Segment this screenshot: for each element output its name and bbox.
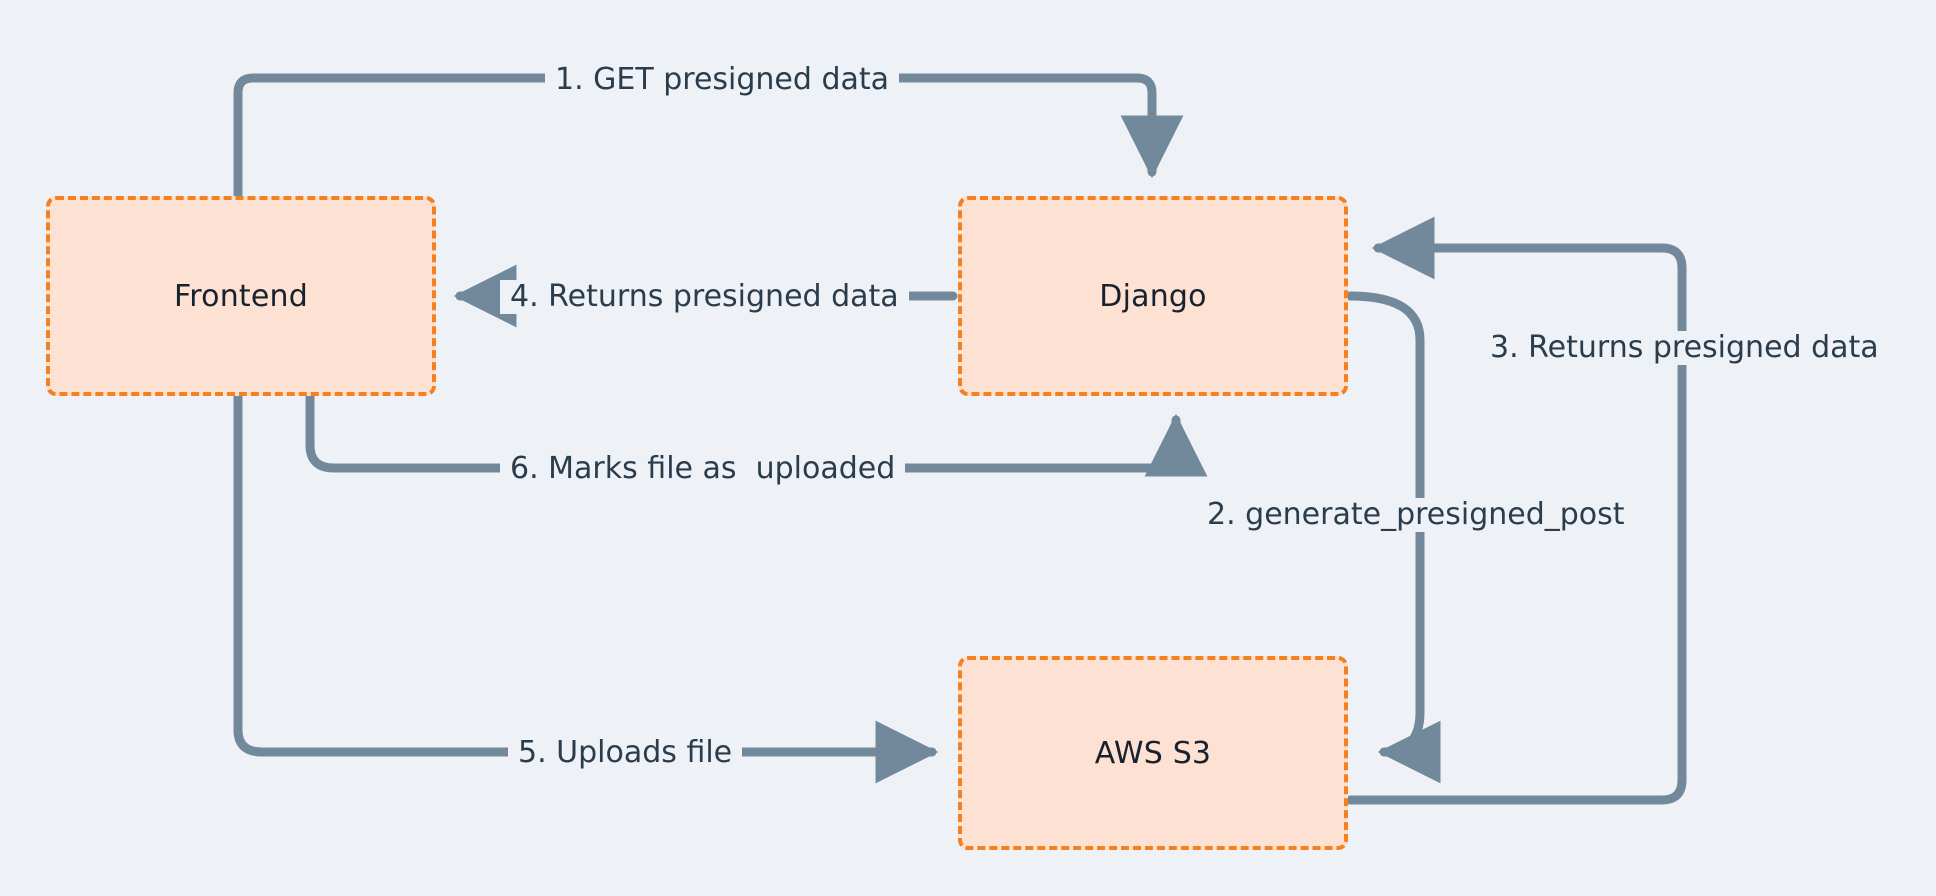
node-django[interactable]: Django bbox=[958, 196, 1348, 396]
edge-label-4: 4. Returns presigned data bbox=[500, 280, 909, 314]
edge-2-path bbox=[1345, 291, 1441, 784]
edge-label-2: 2. generate_presigned_post bbox=[1197, 498, 1635, 532]
node-aws-s3[interactable]: AWS S3 bbox=[958, 656, 1348, 850]
node-aws-s3-label: AWS S3 bbox=[1094, 735, 1212, 771]
edge-label-5: 5. Uploads file bbox=[508, 736, 743, 770]
edge-label-3: 3. Returns presigned data bbox=[1480, 331, 1889, 365]
node-frontend-label: Frontend bbox=[174, 278, 308, 314]
edge-5-path bbox=[233, 392, 939, 784]
node-frontend[interactable]: Frontend bbox=[46, 196, 436, 396]
node-django-label: Django bbox=[1099, 278, 1207, 314]
edge-label-1: 1. GET presigned data bbox=[545, 63, 900, 97]
edge-3-path bbox=[1345, 216, 1687, 805]
edge-label-6: 6. Marks file as uploaded bbox=[500, 452, 906, 486]
